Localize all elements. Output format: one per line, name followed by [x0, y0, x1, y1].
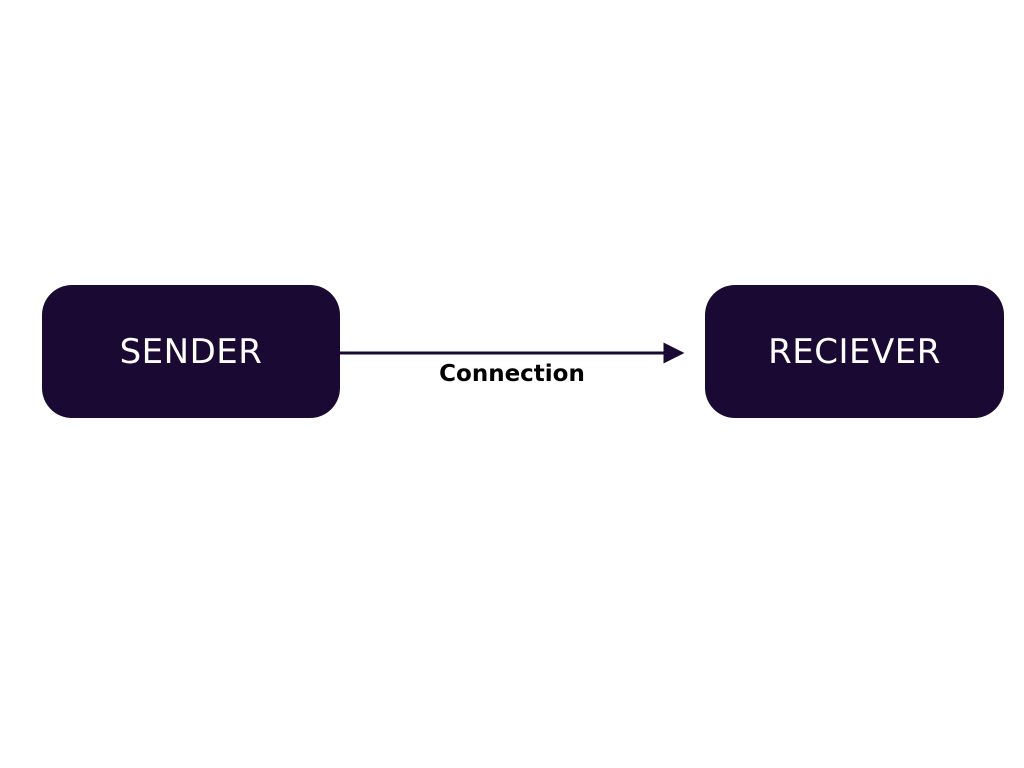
edge-label-connection: Connection [439, 361, 585, 387]
node-sender[interactable]: SENDER [42, 285, 340, 418]
node-sender-label: SENDER [119, 331, 263, 372]
node-receiver-label: RECIEVER [768, 331, 941, 372]
edge-label-connection-wrapper: Connection [0, 361, 1024, 389]
node-receiver[interactable]: RECIEVER [705, 285, 1004, 418]
